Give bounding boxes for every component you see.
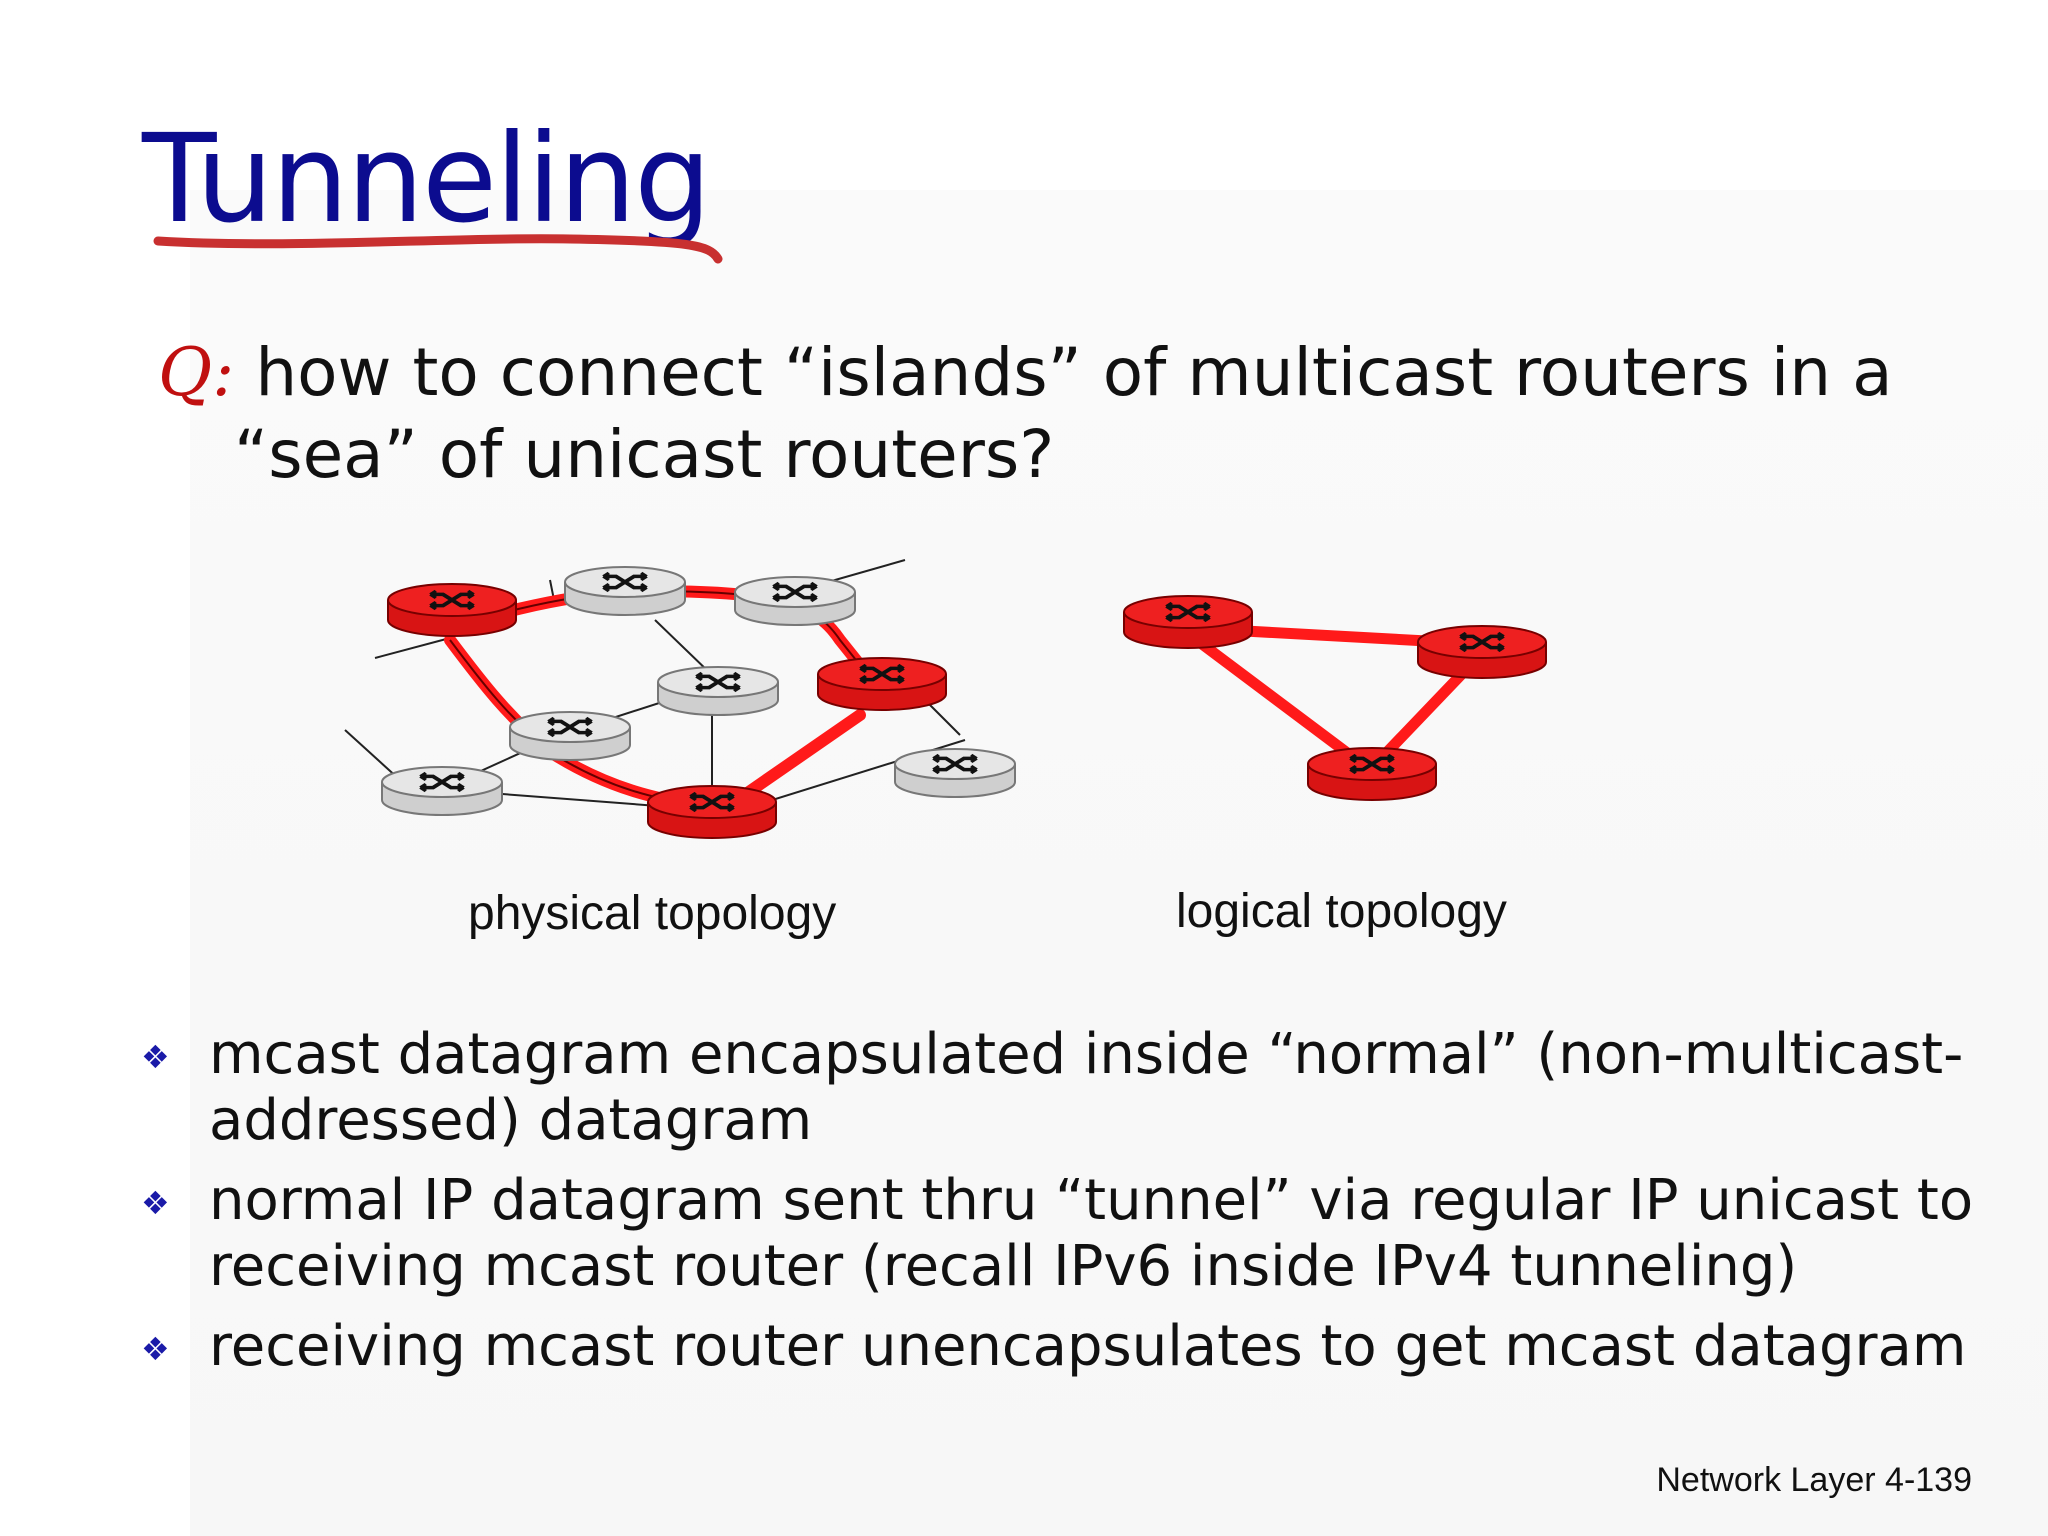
question-prefix: Q: <box>158 334 235 411</box>
multicast-router <box>647 785 777 839</box>
bullet-list: ❖ mcast datagram encapsulated inside “no… <box>135 1022 1975 1394</box>
unicast-router <box>894 748 1016 798</box>
slide-title: Tunneling <box>142 108 712 250</box>
multicast-router <box>387 583 517 637</box>
diamond-bullet-icon: ❖ <box>141 1330 170 1368</box>
caption-logical-topology: logical topology <box>1176 885 1507 938</box>
title-underline <box>153 234 723 264</box>
diamond-bullet-icon: ❖ <box>141 1184 170 1222</box>
bullet-text: mcast datagram encapsulated inside “norm… <box>209 1022 1964 1153</box>
unicast-router <box>564 566 686 616</box>
multicast-router <box>1307 747 1437 801</box>
footer-page-number: 4-139 <box>1885 1461 1972 1499</box>
unicast-router <box>509 711 631 761</box>
unicast-router <box>734 576 856 626</box>
diamond-bullet-icon: ❖ <box>141 1038 170 1076</box>
caption-physical-topology: physical topology <box>468 887 837 940</box>
question-line-1: how to connect “islands” of multicast ro… <box>255 334 1893 411</box>
question-text: Q: how to connect “islands” of multicast… <box>158 332 1948 496</box>
tunneling-diagram <box>344 559 1547 839</box>
bullet-item: ❖ mcast datagram encapsulated inside “no… <box>135 1022 1975 1154</box>
bullet-text: normal IP datagram sent thru “tunnel” vi… <box>209 1168 1974 1299</box>
multicast-router <box>1417 625 1547 679</box>
slide-background <box>190 190 2048 1536</box>
unicast-router <box>657 666 779 716</box>
bullet-text: receiving mcast router unencapsulates to… <box>209 1314 1967 1379</box>
footer-section: Network Layer <box>1656 1461 1876 1499</box>
multicast-router <box>1123 595 1253 649</box>
bullet-item: ❖ normal IP datagram sent thru “tunnel” … <box>135 1168 1975 1300</box>
unicast-router <box>381 766 503 816</box>
slide-footer: Network Layer 4-139 <box>1656 1461 1972 1500</box>
multicast-router <box>817 657 947 711</box>
question-line-2: “sea” of unicast routers? <box>234 416 1055 493</box>
bullet-item: ❖ receiving mcast router unencapsulates … <box>135 1314 1975 1380</box>
